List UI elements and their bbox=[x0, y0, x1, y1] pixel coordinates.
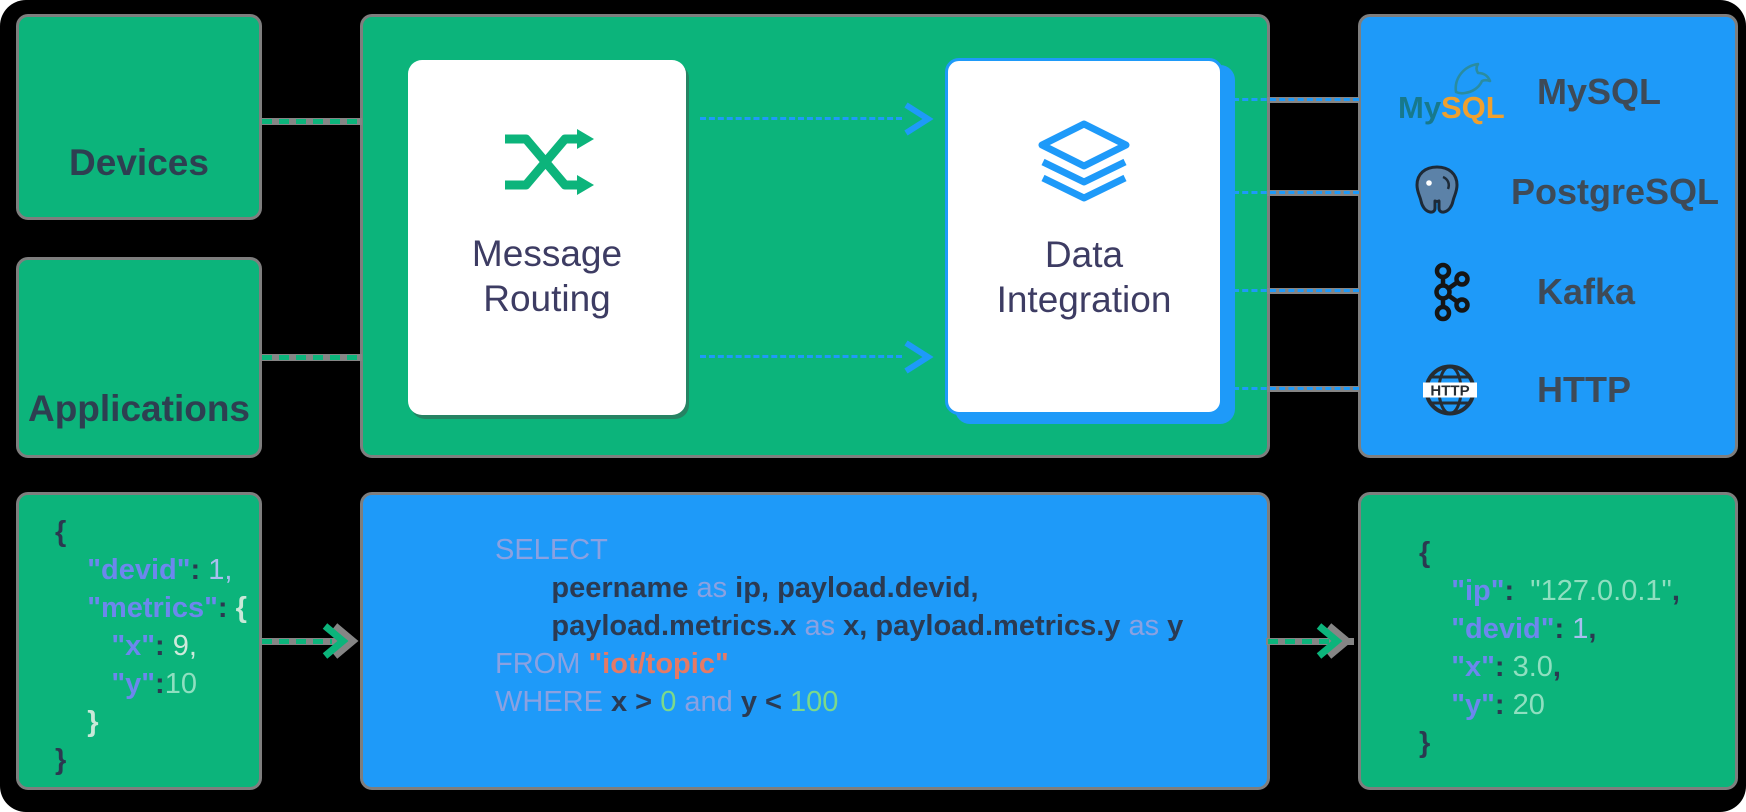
routing-to-integration-arrow-bottom bbox=[700, 355, 902, 358]
integration-to-kafka-dashes bbox=[1233, 289, 1359, 292]
message-routing-title-line2: Routing bbox=[483, 277, 611, 319]
message-routing-title-line1: Message bbox=[471, 232, 623, 274]
applications-box: Applications bbox=[16, 257, 262, 458]
data-integration-card: Data Integration bbox=[945, 58, 1223, 415]
kafka-logo bbox=[1434, 262, 1470, 322]
sink-label-mysql: MySQL bbox=[1537, 71, 1662, 112]
sink-row-kafka: Kafka bbox=[1389, 250, 1719, 334]
sql-to-output-arrowhead-icon bbox=[1316, 623, 1353, 659]
sink-row-postgresql: PostgreSQL bbox=[1389, 150, 1719, 234]
applications-to-broker-dashes bbox=[262, 355, 360, 360]
shuffle-icon bbox=[504, 128, 594, 195]
sinks-box: My SQL MySQL PostgreSQL bbox=[1358, 14, 1738, 458]
integration-to-mysql-dashes bbox=[1233, 98, 1359, 101]
broker-panel: Message Routing Data Integration bbox=[360, 14, 1270, 458]
layers-icon bbox=[1038, 120, 1130, 201]
input-to-sql-arrowhead-icon bbox=[322, 623, 359, 659]
mysql-logo: My SQL bbox=[1398, 62, 1505, 125]
integration-to-postgresql-dashes bbox=[1233, 191, 1359, 194]
data-integration-title: Data Integration bbox=[997, 232, 1172, 322]
devices-box: Devices bbox=[16, 14, 262, 220]
sink-label-http: HTTP bbox=[1537, 369, 1631, 410]
sink-label-kafka: Kafka bbox=[1537, 271, 1636, 312]
input-json-box: { "devid": 1, "metrics": { "x": 9, "y":1… bbox=[16, 492, 262, 790]
sink-row-http: HTTP HTTP bbox=[1389, 348, 1719, 432]
sink-row-mysql: My SQL MySQL bbox=[1389, 50, 1719, 134]
mysql-logo-text-my: My bbox=[1398, 90, 1442, 125]
sql-box: SELECT peername as ip, payload.devid, pa… bbox=[360, 492, 1270, 790]
message-routing-card: Message Routing bbox=[408, 60, 686, 415]
output-json-code: { "ip": "127.0.0.1", "devid": 1, "x": 3.… bbox=[1419, 537, 1680, 759]
routing-to-integration-arrow-top bbox=[700, 117, 902, 120]
routing-to-integration-arrowhead-bottom-icon bbox=[904, 340, 934, 374]
data-integration-title-line2: Integration bbox=[996, 278, 1172, 320]
output-json-box: { "ip": "127.0.0.1", "devid": 1, "x": 3.… bbox=[1358, 492, 1738, 790]
http-icon-text: HTTP bbox=[1430, 383, 1469, 400]
sql-code: SELECT peername as ip, payload.devid, pa… bbox=[495, 534, 1184, 718]
applications-label: Applications bbox=[27, 388, 251, 429]
data-integration-title-line1: Data bbox=[1044, 233, 1124, 275]
mysql-logo-text-sql: SQL bbox=[1441, 90, 1505, 125]
devices-to-broker-dashes bbox=[262, 119, 360, 124]
sink-label-postgresql: PostgreSQL bbox=[1510, 171, 1719, 212]
input-to-sql-dashes bbox=[262, 639, 332, 644]
routing-to-integration-arrowhead-top-icon bbox=[904, 102, 934, 136]
sql-to-output-dashes bbox=[1268, 639, 1332, 644]
postgresql-elephant-icon bbox=[1415, 165, 1459, 214]
http-globe-icon: HTTP bbox=[1423, 364, 1477, 416]
message-routing-title: Message Routing bbox=[472, 231, 622, 321]
devices-label: Devices bbox=[69, 142, 209, 183]
input-json-code: { "devid": 1, "metrics": { "x": 9, "y":1… bbox=[55, 516, 247, 776]
integration-to-http-dashes bbox=[1233, 387, 1359, 390]
